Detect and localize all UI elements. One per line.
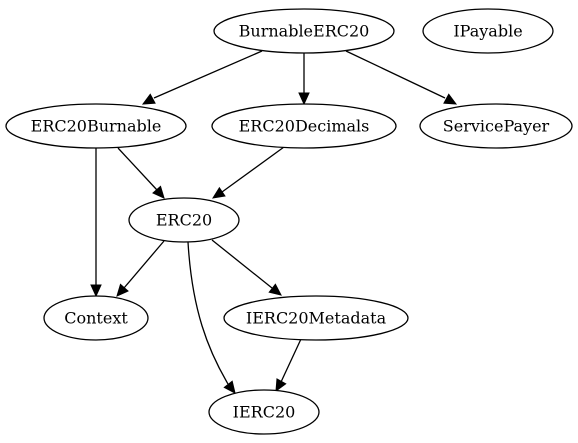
edge-erc20burnable-to-context <box>90 148 102 298</box>
arrowhead-icon <box>141 93 156 105</box>
edge-line <box>123 240 165 289</box>
edge-line <box>153 50 263 99</box>
arrowhead-icon <box>211 186 226 199</box>
node-ipayable: IPayable <box>422 8 554 54</box>
arrowhead-icon <box>275 378 287 393</box>
edge-line <box>187 241 229 385</box>
edge-erc20decimals-to-erc20 <box>211 146 285 199</box>
edge-line <box>221 146 285 193</box>
node-label-erc20decimals: ERC20Decimals <box>239 117 370 136</box>
arrowhead-icon <box>443 93 458 105</box>
node-context: Context <box>43 295 149 341</box>
arrowhead-icon <box>298 92 310 106</box>
arrowhead-icon <box>223 380 236 394</box>
edge-line <box>280 338 302 383</box>
node-label-erc20: ERC20 <box>156 211 212 230</box>
node-erc20burnable: ERC20Burnable <box>5 103 187 149</box>
edge-erc20-to-context <box>116 240 165 297</box>
edges-layer <box>90 50 458 394</box>
node-label-erc20burnable: ERC20Burnable <box>31 117 162 136</box>
node-erc20decimals: ERC20Decimals <box>211 103 397 149</box>
node-burnableerc20: BurnableERC20 <box>213 8 395 54</box>
edge-burnableerc20-to-erc20decimals <box>298 53 310 106</box>
arrowhead-icon <box>90 284 102 298</box>
node-label-ierc20metadata: IERC20Metadata <box>246 309 387 328</box>
edge-line <box>345 50 446 99</box>
node-erc20: ERC20 <box>128 197 240 243</box>
node-label-burnableerc20: BurnableERC20 <box>239 22 370 41</box>
node-ierc20: IERC20 <box>208 389 320 435</box>
edge-burnableerc20-to-erc20burnable <box>141 50 263 105</box>
edge-erc20burnable-to-erc20 <box>117 147 165 199</box>
edge-ierc20metadata-to-ierc20 <box>275 338 302 393</box>
edge-burnableerc20-to-servicepayer <box>345 50 458 105</box>
edge-line <box>211 239 273 289</box>
node-label-servicepayer: ServicePayer <box>443 117 550 136</box>
arrowhead-icon <box>268 283 282 296</box>
node-servicepayer: ServicePayer <box>419 103 573 149</box>
edge-line <box>117 147 158 191</box>
node-ierc20metadata: IERC20Metadata <box>223 295 409 341</box>
edge-erc20-to-ierc20metadata <box>211 239 282 296</box>
arrowhead-icon <box>152 185 165 199</box>
edge-erc20-to-ierc20 <box>187 241 236 394</box>
node-label-context: Context <box>64 309 128 328</box>
arrowhead-icon <box>116 283 129 297</box>
nodes-layer: BurnableERC20 IPayable ERC20Burnable ERC… <box>5 8 573 435</box>
node-label-ipayable: IPayable <box>453 22 522 41</box>
node-label-ierc20: IERC20 <box>233 403 296 422</box>
